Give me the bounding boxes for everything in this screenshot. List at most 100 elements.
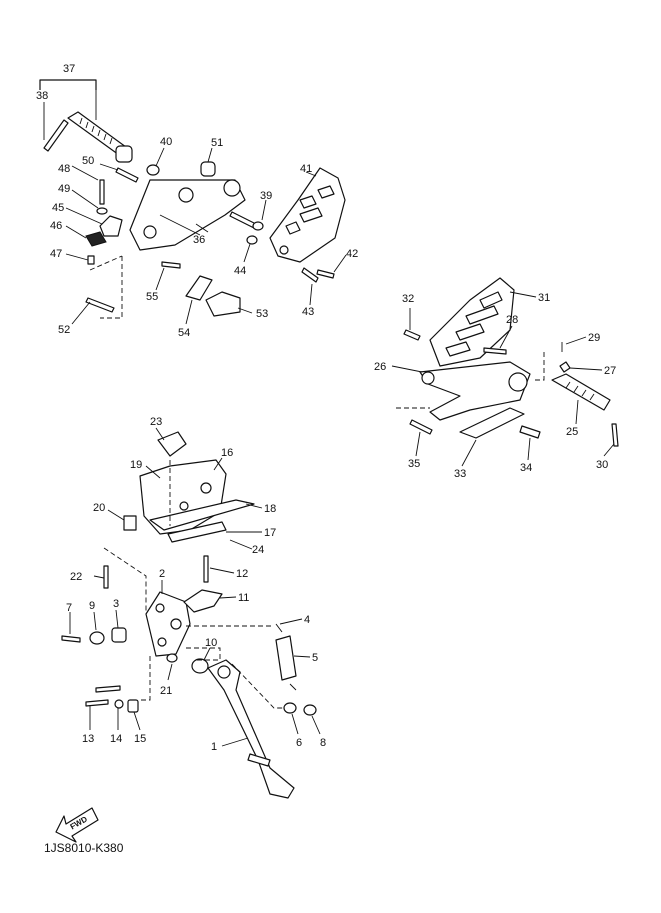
callout-11: 11: [238, 592, 249, 604]
bracket-2: [145, 591, 191, 657]
callout-55: 55: [146, 291, 158, 303]
callout-17: 17: [264, 527, 276, 539]
callout-52: 52: [58, 324, 70, 336]
sidestand-1: [207, 659, 295, 799]
callout-53: 53: [256, 308, 268, 320]
callout-12: 12: [236, 568, 248, 580]
callout-50: 50: [82, 155, 94, 167]
callout-44: 44: [234, 265, 246, 277]
callout-46: 46: [50, 220, 62, 232]
callout-labels: 37 38 40 51 50 48 41 49 39 45 46 36 47 4…: [36, 63, 616, 753]
nut-8: [303, 704, 317, 716]
washer-6: [283, 702, 297, 714]
callout-10: 10: [205, 637, 217, 649]
callout-25: 25: [566, 426, 578, 438]
switch-11: [183, 589, 223, 613]
callout-8: 8: [320, 737, 326, 749]
callout-32: 32: [402, 293, 414, 305]
footpeg-pivot: [115, 145, 133, 163]
callout-42: 42: [346, 248, 358, 260]
washer-9: [89, 631, 105, 645]
guard-18: [149, 499, 255, 531]
footpeg-25-ribs: [565, 381, 595, 401]
footpeg-ribs: [79, 117, 113, 145]
drawing-code: 1JS8010-K380: [44, 841, 124, 855]
callout-47: 47: [50, 248, 62, 260]
callout-14: 14: [110, 733, 122, 745]
callout-33: 33: [454, 468, 466, 480]
bolt-38: [43, 119, 69, 152]
callout-51: 51: [211, 137, 223, 149]
callout-31: 31: [538, 292, 550, 304]
bolt-13a: [95, 685, 121, 693]
callout-18: 18: [264, 503, 276, 515]
nut-49: [96, 207, 108, 215]
washer-14: [114, 699, 124, 709]
callout-28: 28: [506, 314, 518, 326]
forward-arrow-badge: FWD: [55, 807, 99, 843]
label-20: [123, 515, 137, 531]
shift-arm-bracket: [39, 79, 97, 90]
callout-35: 35: [408, 458, 420, 470]
callout-16: 16: [221, 447, 233, 459]
bolt-22: [103, 565, 109, 589]
leader-lines: [43, 90, 615, 747]
footrest-bracket-36: [129, 179, 246, 251]
callout-27: 27: [604, 365, 616, 377]
bolt-39: [229, 211, 257, 229]
callout-20: 20: [93, 502, 105, 514]
sidestand-assembly: [61, 431, 317, 799]
fwd-arrow-icon: [55, 807, 99, 843]
right-footrest-assembly: [396, 277, 619, 447]
damper-46: [85, 231, 107, 247]
collar-15: [127, 699, 139, 713]
nut-21: [166, 653, 178, 663]
bolt-35: [409, 419, 433, 435]
bolt-32: [403, 329, 421, 341]
callout-39: 39: [260, 190, 272, 202]
washer-40: [146, 164, 160, 176]
spring-27: [559, 361, 571, 373]
bolt-42: [316, 269, 335, 279]
block-23: [157, 431, 187, 457]
callout-4: 4: [304, 614, 310, 626]
holder-45: [99, 215, 123, 237]
callout-15: 15: [134, 733, 146, 745]
callout-9: 9: [89, 600, 95, 612]
callout-30: 30: [596, 459, 608, 471]
callout-2: 2: [159, 568, 165, 580]
guard-17: [167, 521, 227, 543]
clip-54: [185, 275, 213, 301]
pin-47: [87, 255, 95, 265]
callout-24: 24: [252, 544, 264, 556]
callout-41: 41: [300, 163, 312, 175]
callout-6: 6: [296, 737, 302, 749]
bolt-48: [99, 179, 105, 205]
collar-3: [111, 627, 127, 643]
callout-22: 22: [70, 571, 82, 583]
callout-19: 19: [130, 459, 142, 471]
callout-36: 36: [193, 234, 205, 246]
washer-10: [191, 658, 209, 674]
bolt-55: [161, 261, 181, 269]
callout-26: 26: [374, 361, 386, 373]
plate-53: [205, 291, 241, 317]
spring-5: [275, 635, 297, 681]
bolt-28: [483, 347, 507, 355]
callout-23: 23: [150, 416, 162, 428]
callout-1: 1: [211, 741, 217, 753]
left-footrest-assembly: [39, 79, 346, 319]
footpeg-25: [551, 373, 611, 411]
callout-3: 3: [113, 598, 119, 610]
bolt-30: [611, 423, 619, 447]
callout-37: 37: [63, 63, 75, 75]
callout-29: 29: [588, 332, 600, 344]
bolt-13b: [85, 699, 109, 707]
bolt-43: [301, 267, 319, 283]
plate-33: [459, 407, 525, 439]
collar-51: [200, 161, 216, 177]
callout-38: 38: [36, 90, 48, 102]
callout-43: 43: [302, 306, 314, 318]
bolt-7: [61, 635, 81, 643]
